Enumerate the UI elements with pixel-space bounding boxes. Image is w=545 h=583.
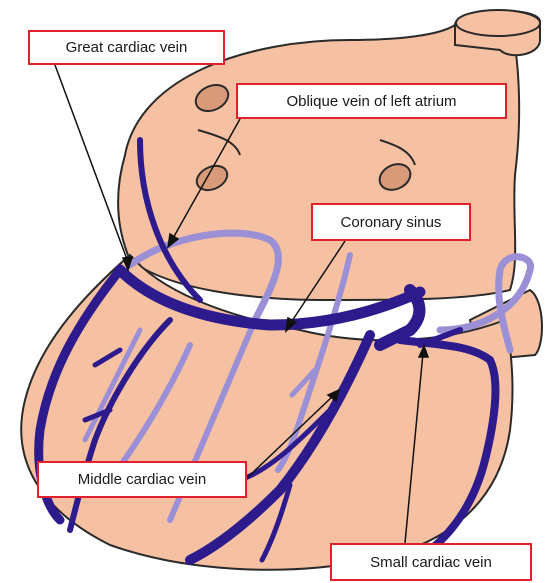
leader-great-cardiac-vein bbox=[55, 65, 128, 262]
label-middle-cardiac-vein: Middle cardiac vein bbox=[37, 461, 247, 498]
label-great-cardiac-vein: Great cardiac vein bbox=[28, 30, 225, 65]
label-oblique-vein-of-left-atrium: Oblique vein of left atrium bbox=[236, 83, 507, 119]
aorta-opening bbox=[456, 10, 540, 36]
label-coronary-sinus: Coronary sinus bbox=[311, 203, 471, 241]
label-small-cardiac-vein: Small cardiac vein bbox=[330, 543, 532, 581]
